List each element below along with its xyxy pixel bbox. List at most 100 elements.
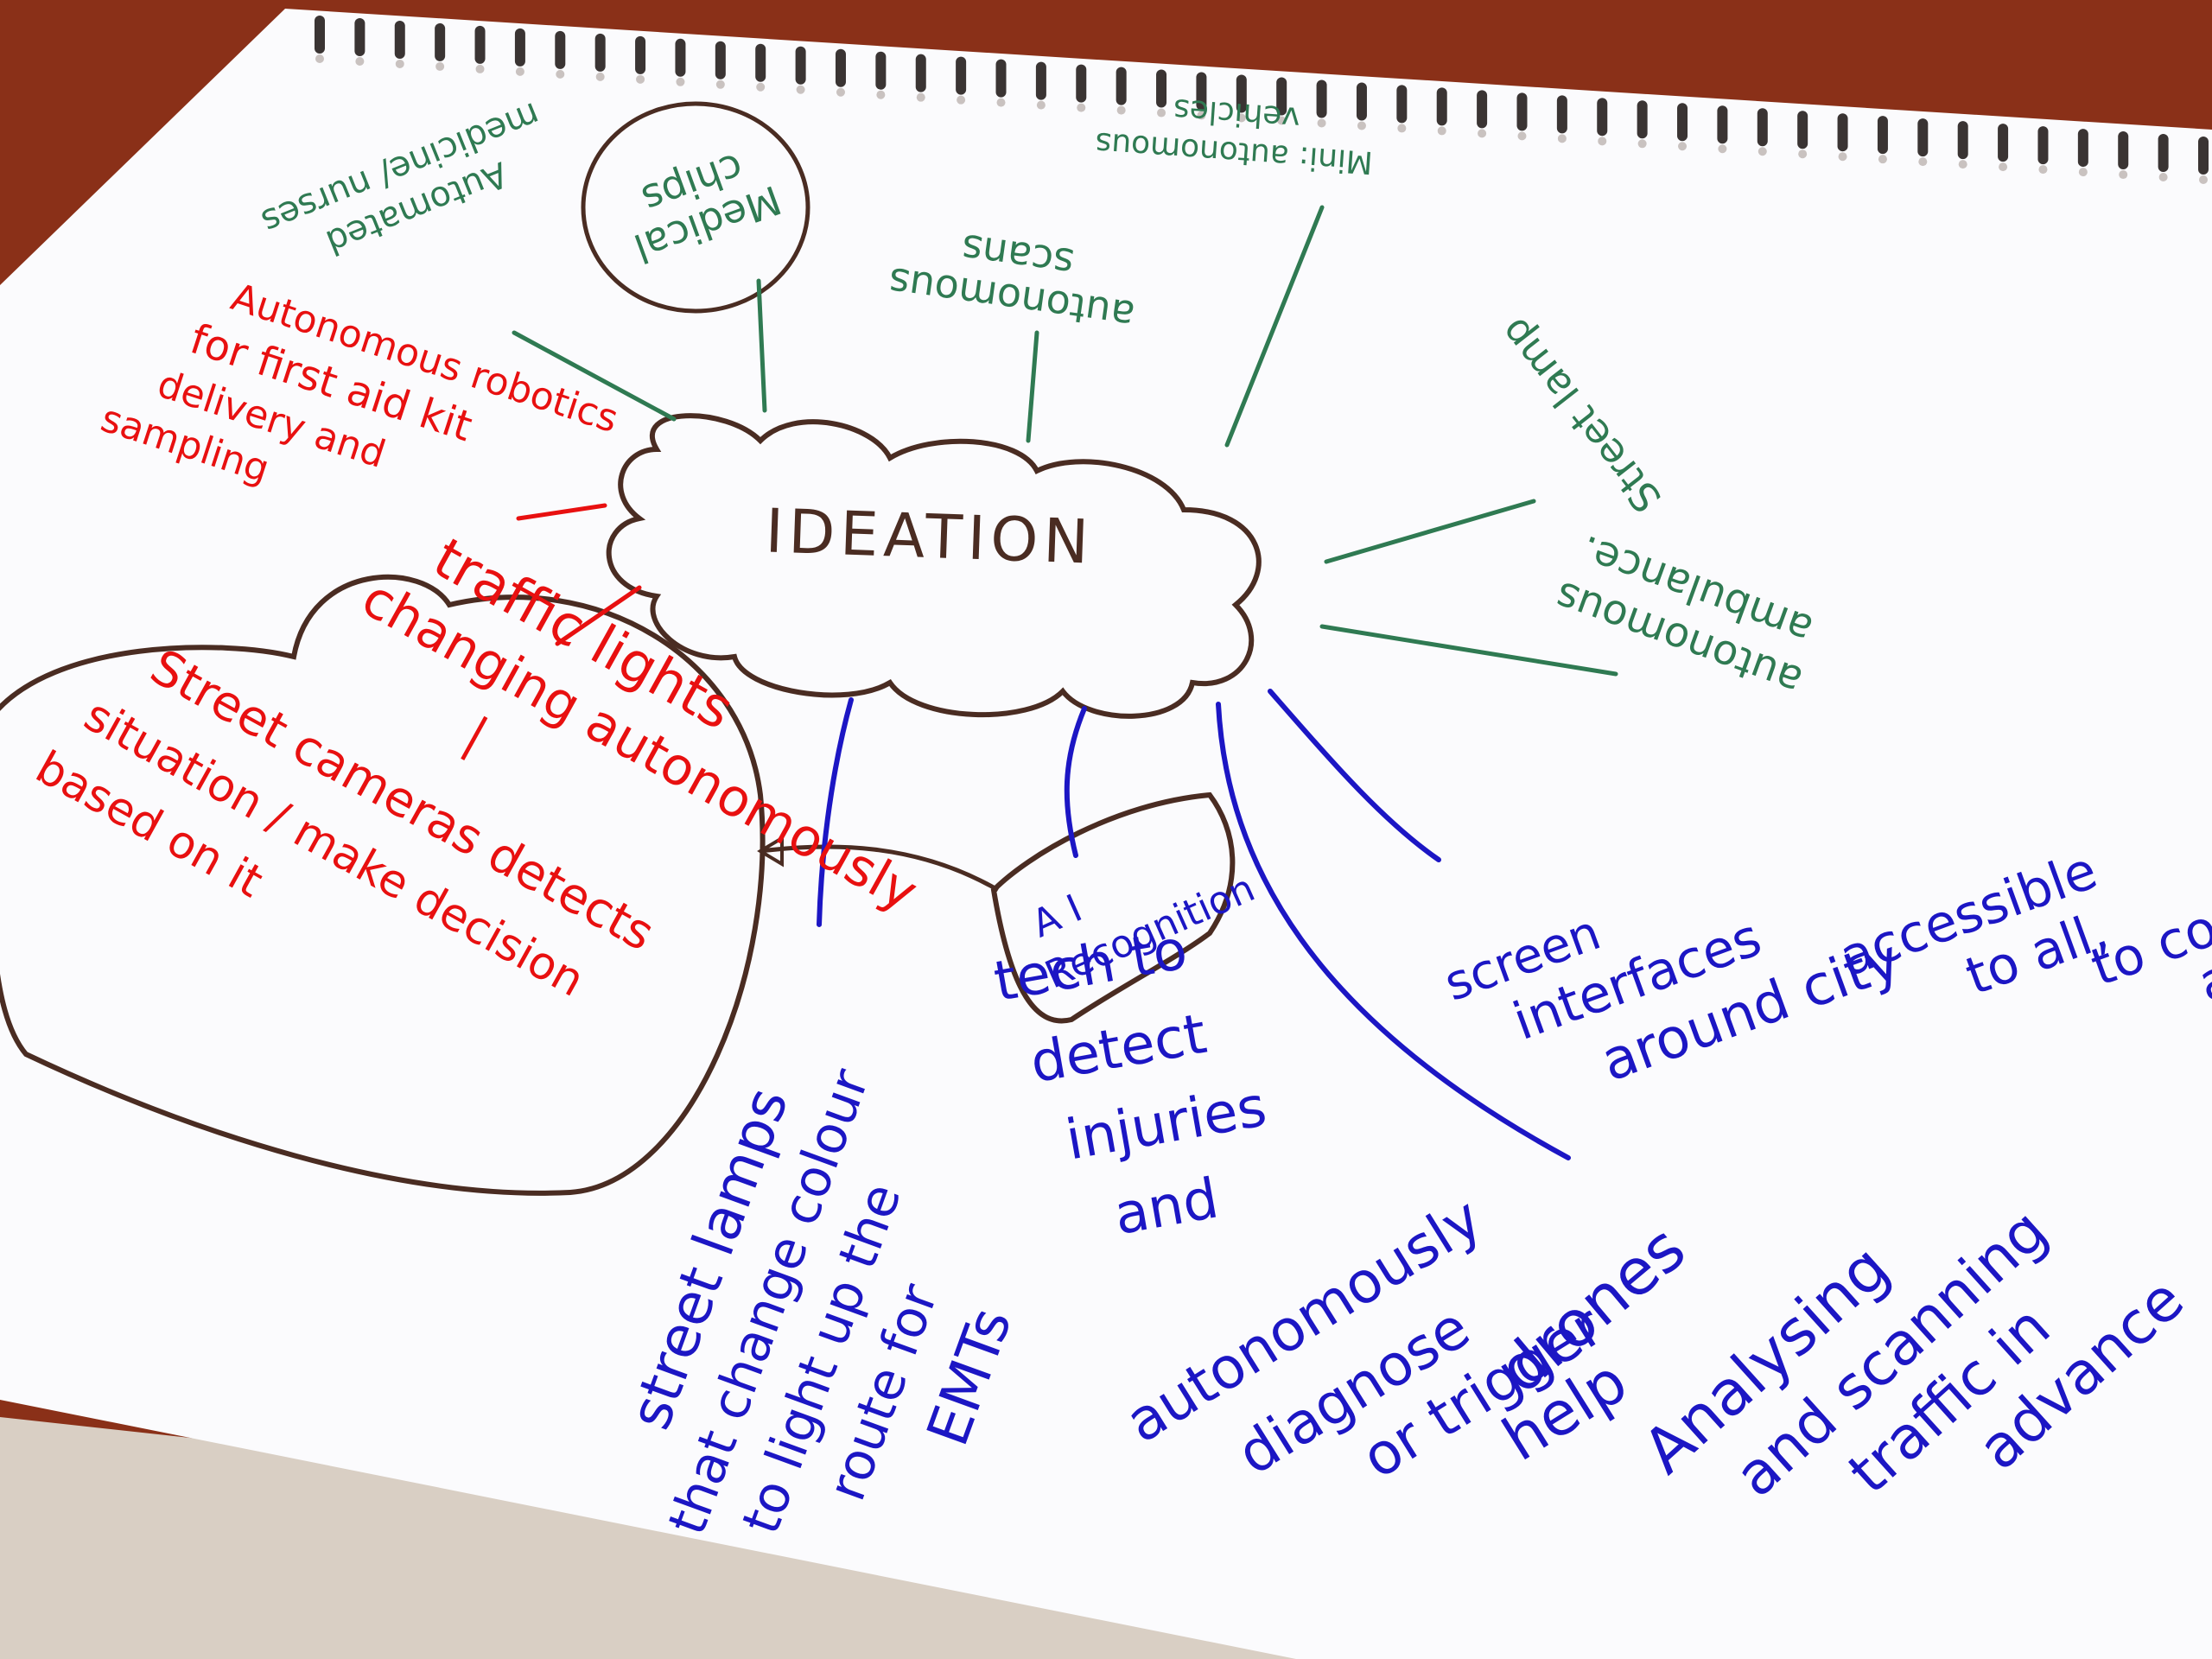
spiral-ring — [1076, 64, 1087, 103]
spiral-hole — [1718, 144, 1727, 154]
spiral-ring — [1677, 103, 1688, 142]
spiral-hole — [1517, 131, 1527, 141]
spiral-hole — [1598, 137, 1607, 146]
ai-to-bubble-arrow — [760, 844, 1000, 893]
spiral-ring — [555, 30, 566, 69]
traffic-ideas-bubble — [0, 574, 766, 1196]
spiral-hole — [1557, 134, 1567, 143]
spiral-hole — [1157, 108, 1166, 118]
arrow-head — [757, 835, 784, 868]
ideation-cloud-outline — [606, 413, 1262, 719]
spiral-hole — [2038, 165, 2048, 175]
spiral-ring — [1156, 69, 1167, 108]
spiral-hole — [796, 85, 805, 94]
spiral-ring — [2118, 131, 2129, 170]
spiral-hole — [996, 98, 1006, 107]
spiral-ring — [1316, 79, 1327, 118]
spiral-hole — [475, 64, 485, 73]
spiral-hole — [1838, 152, 1847, 162]
spiral-hole — [1397, 124, 1407, 133]
spiral-hole — [595, 72, 605, 81]
spiral-ring — [915, 54, 926, 92]
spiral-hole — [556, 69, 565, 79]
spiral-ring — [1236, 74, 1247, 113]
spiral-hole — [636, 74, 645, 84]
spiral-ring — [1477, 90, 1488, 129]
spiral-ring — [675, 38, 686, 77]
spiral-hole — [1036, 100, 1046, 110]
spiral-ring — [514, 28, 525, 67]
spiral-ring — [635, 35, 646, 74]
spiral-ring — [2077, 129, 2088, 168]
spiral-ring — [875, 51, 887, 90]
spiral-ring — [755, 43, 766, 82]
spiral-hole — [1637, 139, 1647, 149]
medical-chips-circle — [581, 101, 810, 314]
spiral-hole — [2078, 168, 2088, 177]
spiral-hole — [2158, 173, 2168, 182]
spiral-hole — [715, 79, 725, 89]
spiral-ring — [1717, 105, 1728, 144]
spiral-ring — [1597, 98, 1608, 137]
spiral-ring — [354, 17, 365, 56]
spiral-ring — [1116, 67, 1127, 105]
spiral-hole — [1357, 121, 1366, 130]
spiral-hole — [676, 77, 685, 86]
spiral-hole — [2119, 170, 2128, 180]
blue-analysing: Analysing and scanning traffic in advanc… — [1629, 1197, 2196, 1510]
center-topic: IDEATION — [764, 495, 1095, 577]
spiral-hole — [1678, 142, 1688, 151]
spiral-ring — [1436, 87, 1447, 126]
spiral-hole — [1798, 149, 1808, 159]
spiral-hole — [1116, 105, 1126, 115]
spiral-hole — [836, 87, 845, 97]
spiral-hole — [435, 61, 445, 71]
spiral-binding — [315, 16, 2209, 184]
mini-line-2: vehicles — [1173, 92, 1301, 136]
spiral-hole — [515, 67, 524, 76]
spiral-ring — [1917, 118, 1929, 157]
spiral-hole — [1878, 155, 1887, 164]
spiral-ring — [795, 46, 806, 85]
spiral-ring — [1556, 95, 1567, 134]
spiral-hole — [395, 59, 404, 68]
spiral-ring — [1637, 100, 1648, 139]
spiral-hole — [756, 82, 766, 92]
red-connectors — [516, 503, 642, 646]
spiral-hole — [1437, 126, 1446, 136]
spiral-ring — [1356, 82, 1367, 121]
spiral-hole — [1958, 160, 1967, 169]
spiral-ring — [1035, 61, 1046, 100]
spiral-ring — [2158, 134, 2169, 173]
spiral-ring — [835, 48, 846, 87]
spiral-hole — [916, 92, 925, 102]
spiral-ring — [1837, 113, 1848, 152]
spiral-hole — [876, 90, 886, 99]
spiral-hole — [957, 95, 966, 105]
spiral-hole — [1758, 147, 1767, 156]
spiral-hole — [2199, 175, 2208, 184]
spiral-hole — [1317, 118, 1326, 128]
spiral-ring — [1196, 72, 1207, 111]
spiral-ring — [1276, 77, 1287, 116]
spiral-ring — [435, 22, 446, 61]
spiral-ring — [1957, 121, 1968, 160]
spiral-ring — [594, 33, 606, 72]
spiral-hole — [1277, 116, 1287, 125]
spiral-ring — [715, 41, 726, 79]
sketchbook-page — [0, 9, 2212, 1659]
spiral-ring — [1998, 124, 2009, 162]
spiral-ring — [315, 16, 325, 54]
spiral-ring — [394, 20, 405, 59]
spiral-hole — [1918, 157, 1928, 167]
green-connectors — [512, 205, 1618, 677]
spiral-ring — [1396, 85, 1408, 124]
spiral-ring — [2198, 137, 2209, 175]
ai-recognition-box — [990, 791, 1236, 1024]
spiral-hole — [1478, 129, 1487, 138]
spiral-hole — [1236, 113, 1246, 123]
spiral-ring — [474, 25, 486, 64]
green-medical-chips: Medical chips — [628, 143, 787, 271]
spiral-hole — [355, 56, 365, 66]
